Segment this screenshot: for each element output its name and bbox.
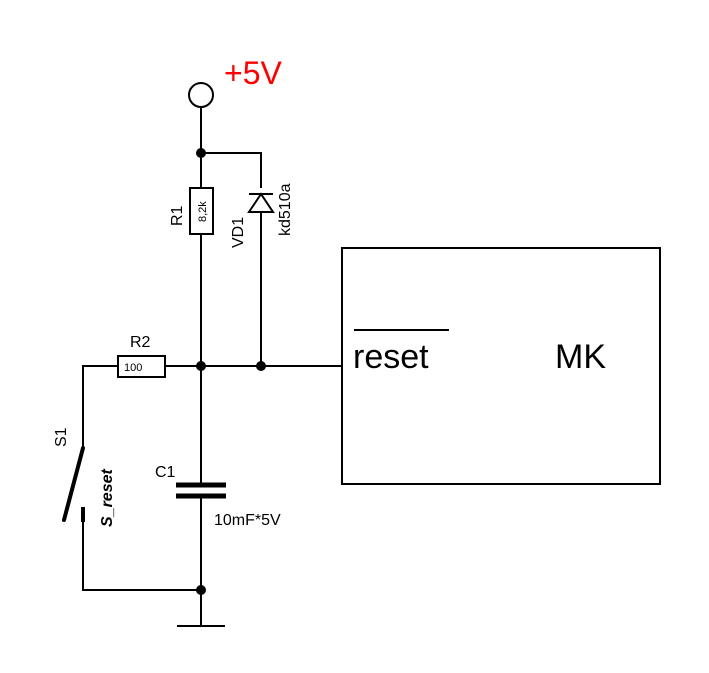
mk-block bbox=[341, 247, 661, 485]
supply-terminal-circle bbox=[188, 82, 214, 108]
wire-diode-top bbox=[201, 152, 262, 188]
c1-value: 10mF*5V bbox=[214, 512, 281, 529]
supply-terminal: +5V bbox=[188, 55, 282, 108]
r1-ref: R1 bbox=[169, 205, 186, 226]
vd1-value: kd510a bbox=[277, 183, 294, 236]
s1-value: S_reset bbox=[99, 469, 116, 527]
wire-s1-bottom bbox=[82, 522, 201, 591]
s1-lever bbox=[62, 446, 85, 522]
vd1-triangle bbox=[247, 192, 275, 213]
junction-reset-vd1 bbox=[256, 361, 266, 371]
mk-label: MK bbox=[555, 338, 606, 376]
r1-value: 8,2k bbox=[197, 201, 209, 222]
mk-reset-pin: reset bbox=[353, 338, 429, 376]
vd1-ref: VD1 bbox=[230, 217, 247, 248]
wire-r2-left bbox=[82, 365, 118, 447]
supply-label: +5V bbox=[224, 55, 282, 91]
junction-ground bbox=[196, 585, 206, 595]
r2-ref: R2 bbox=[130, 334, 151, 351]
s1-ref: S1 bbox=[53, 427, 70, 447]
r2-value: 100 bbox=[124, 362, 142, 374]
c1-ref: C1 bbox=[155, 464, 176, 481]
